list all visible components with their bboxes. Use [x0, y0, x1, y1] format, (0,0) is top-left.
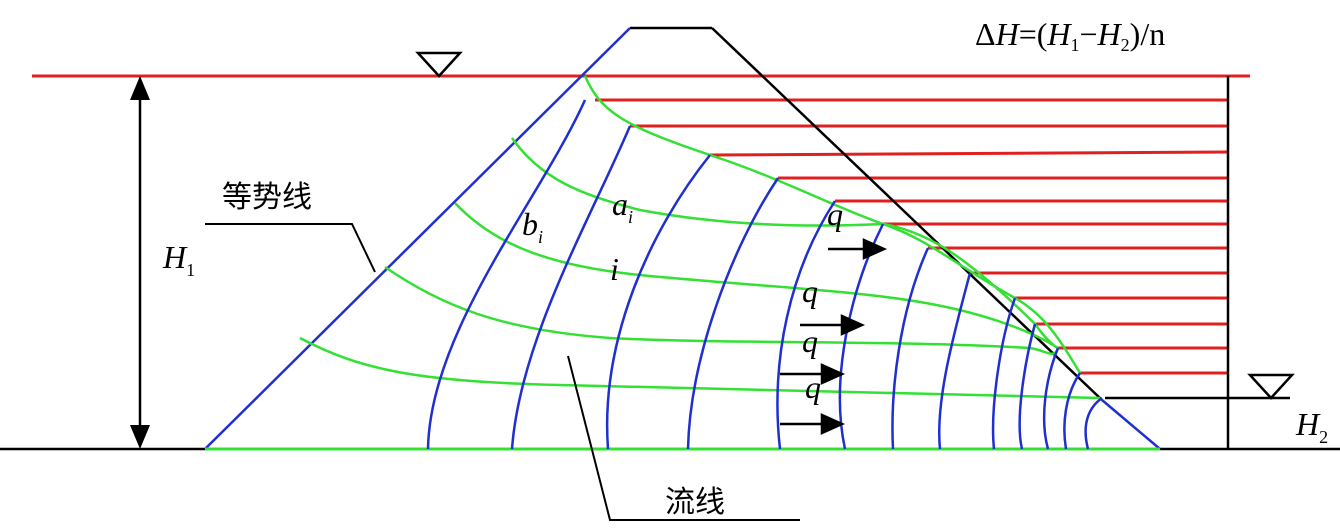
- streamline-label: 流线: [665, 485, 725, 520]
- downstream-toe-slope: [1101, 399, 1161, 450]
- upstream-water-triangle-icon: [415, 51, 463, 78]
- q-label-1: q: [827, 196, 843, 232]
- q-label-3: q: [802, 323, 818, 359]
- downstream-slope: [711, 27, 1103, 401]
- q-label-2: q: [802, 273, 818, 309]
- equal-head-lines: [595, 98, 1229, 375]
- equipotential-lines: [426, 99, 1103, 450]
- h1-arrow-up-icon: [130, 76, 150, 100]
- upstream-slope: [204, 27, 631, 450]
- q-arrows: [780, 238, 888, 435]
- h2-label: H2: [1295, 406, 1328, 447]
- delta-h-formula: ΔH=(H1−H2)/n: [975, 16, 1165, 55]
- h1-arrow-down-icon: [130, 425, 150, 449]
- h1-label: H1: [162, 239, 195, 280]
- streamline-leader: [567, 355, 800, 521]
- a-i-label: ai: [612, 186, 633, 227]
- downstream-water-triangle-icon: [1247, 373, 1295, 400]
- i-label: i: [610, 251, 619, 287]
- equipotential-label: 等势线: [222, 180, 312, 215]
- equipotential-leader: [205, 223, 376, 273]
- b-i-label: bi: [522, 206, 543, 247]
- q-label-4: q: [805, 369, 821, 405]
